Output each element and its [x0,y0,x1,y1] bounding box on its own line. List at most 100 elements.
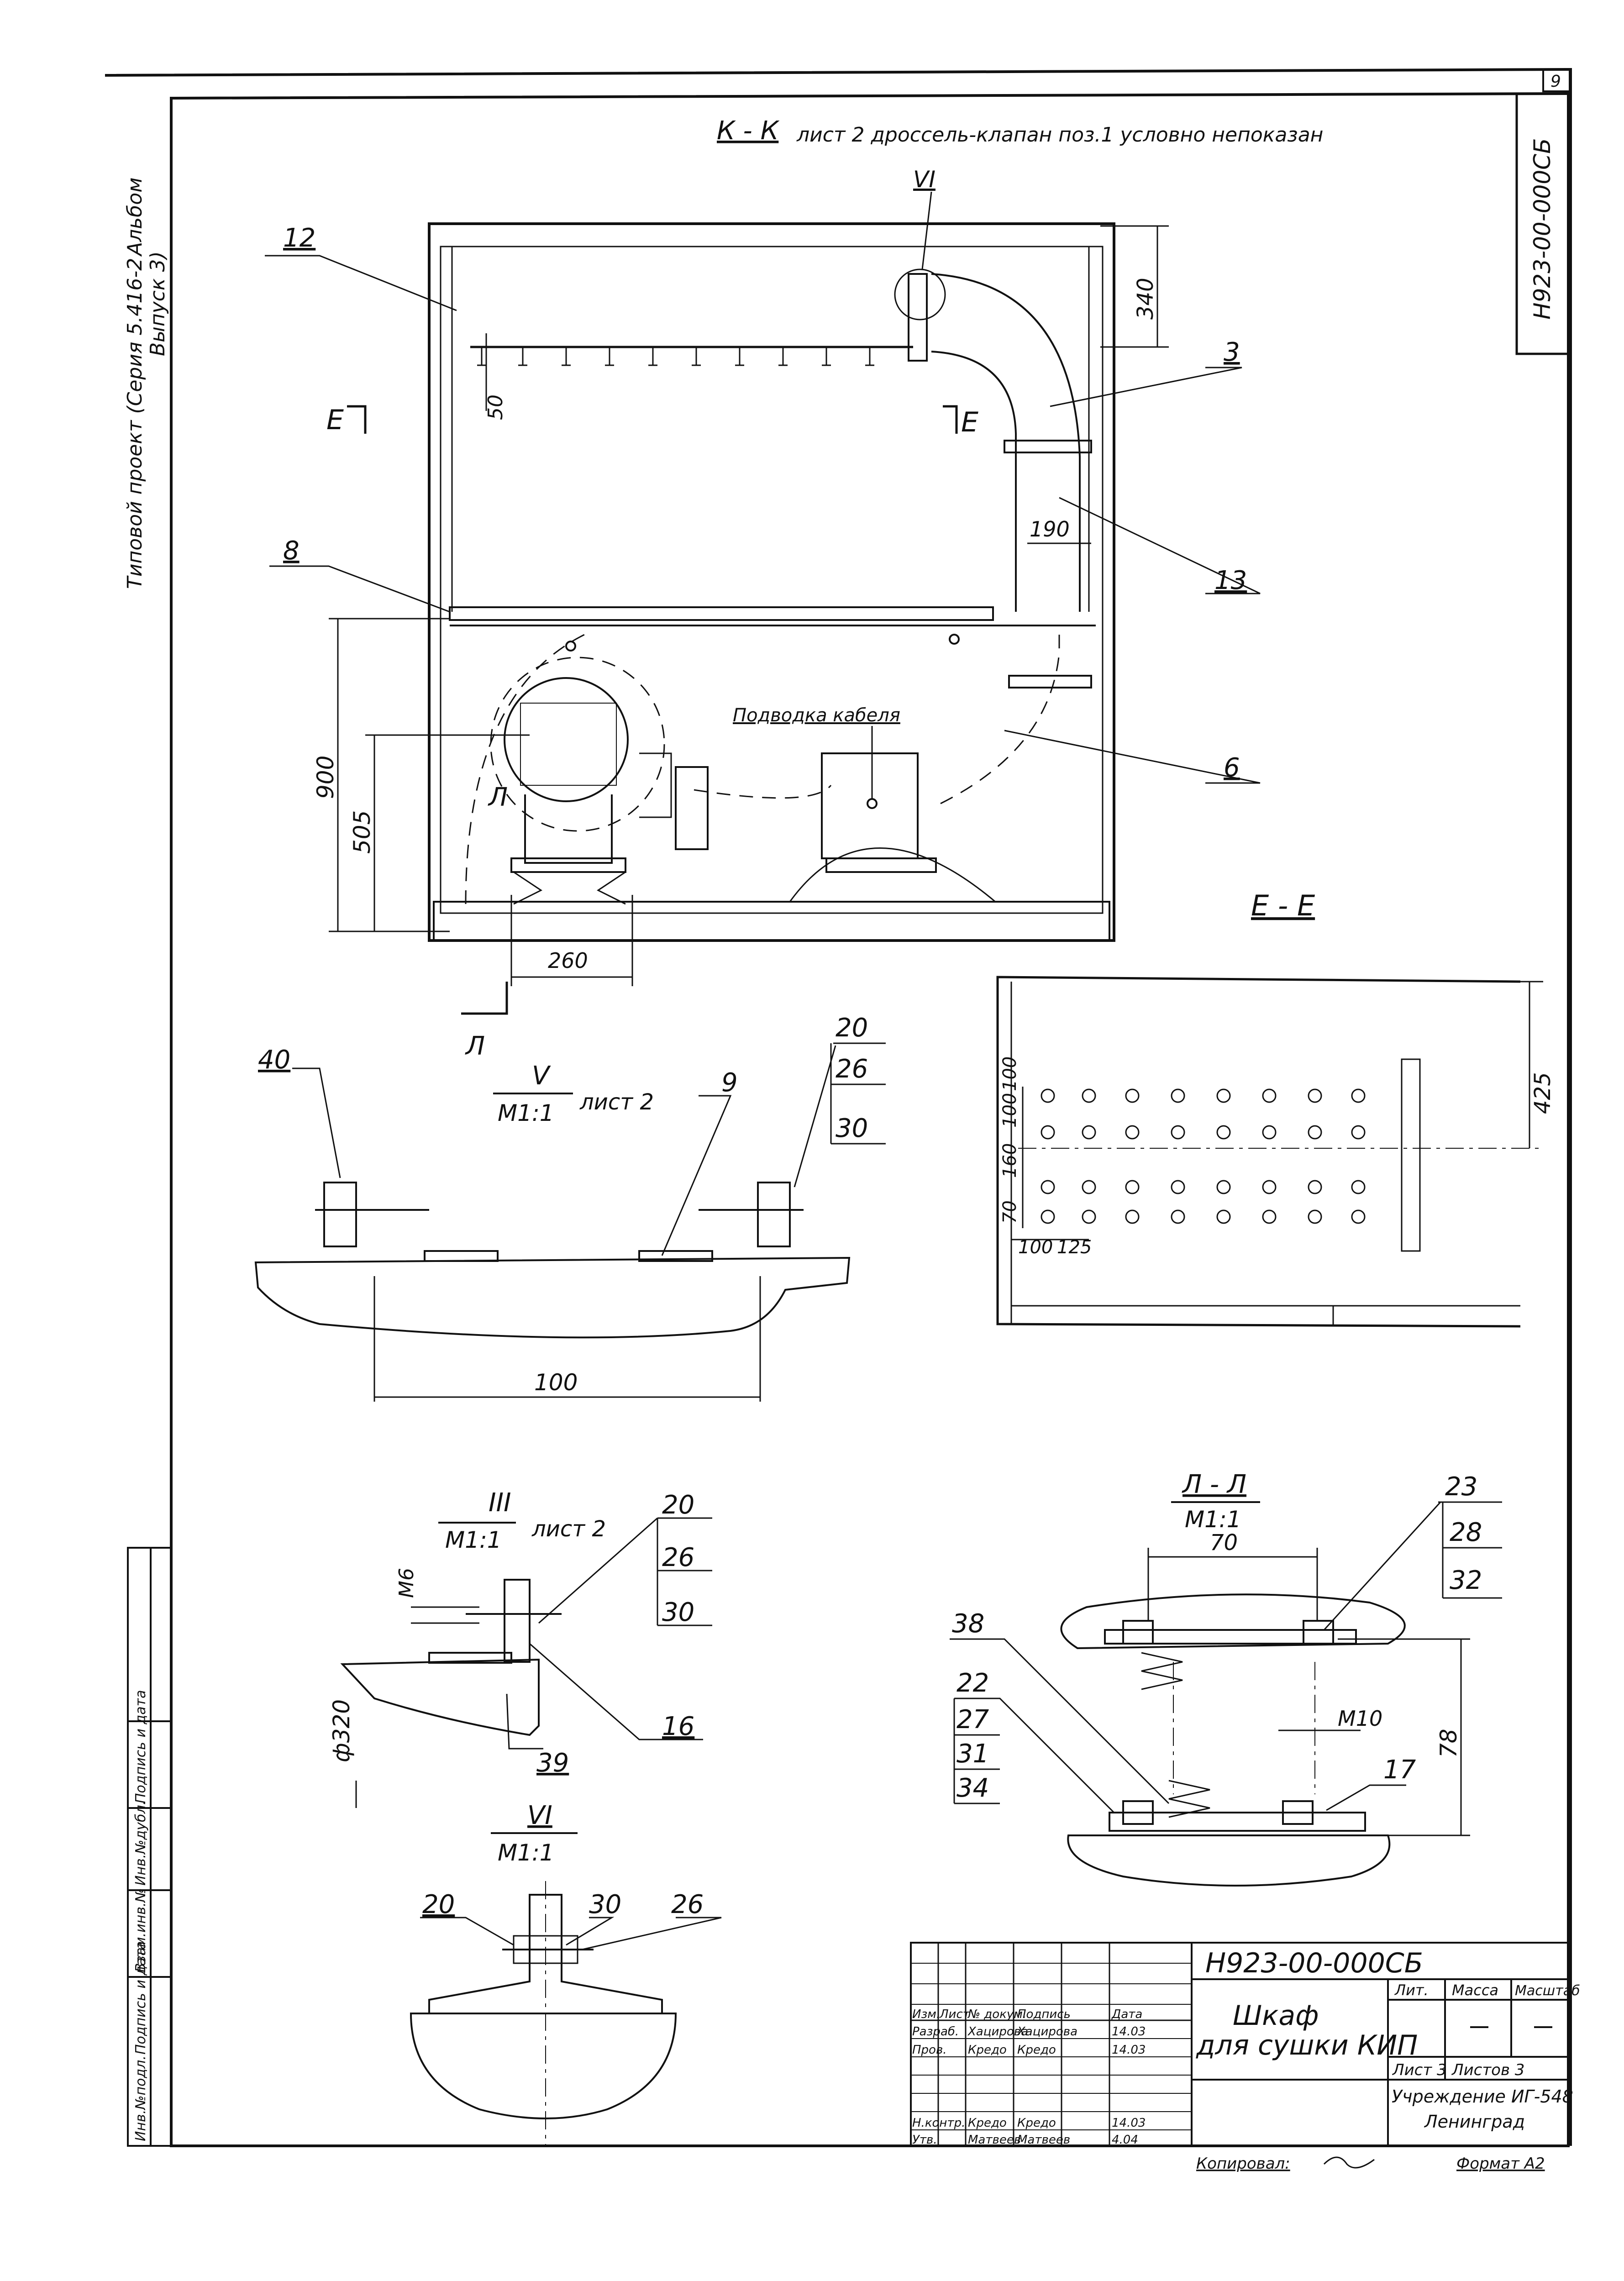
row-prov-date: 14.03 [1112,2043,1146,2057]
row-nkontr-name: Кредо [968,2116,1007,2130]
ll-pos-17: 17 [1383,1755,1416,1785]
air-duct [894,268,1092,689]
stamp-vzam-inv: Взам.инв.№ [133,1888,149,1972]
ll-pos-38: 38 [952,1609,984,1639]
detail-v-scale: М1:1 [498,1100,554,1126]
org-line-2: Ленинград [1424,2112,1525,2132]
row-prov-name: Кредо [968,2043,1007,2057]
section-mark-e-left: Е [326,404,344,436]
detail-iii: III М1:1 лист 2 20 26 30 16 39 М6 ф320 [328,1488,712,1808]
head-izm: Изм. [912,2008,940,2021]
detail-iii-pos-16: 16 [662,1712,694,1741]
dim-505: 505 [349,810,375,854]
ee-hole-pattern [1041,1088,1366,1224]
dim-900: 900 [312,756,339,799]
nozzle-row [470,346,913,366]
row-prov-role: Пров. [912,2043,947,2057]
section-ee: Е - Е 425 100 100 160 70 100 125 [996,889,1556,1328]
row-razrab-sign: Хацирова [1016,2025,1077,2039]
row-nkontr-sign: Кредо [1017,2116,1056,2130]
kk-leaders [265,255,1261,784]
dim-ee-125: 125 [1057,1237,1092,1258]
row-razrab-date: 14.03 [1112,2025,1146,2039]
ll-dim-m10: М10 [1338,1706,1382,1731]
lit-head-scale: Масштаб [1515,1983,1580,1999]
view-mark-vi: VI [913,166,936,193]
detail-v-pos-40: 40 [258,1045,290,1075]
row-utv-name: Матвеев [968,2133,1021,2147]
section-mark-l: Л [488,783,508,812]
detail-iii-pos-26: 26 [662,1543,694,1572]
fan-assembly [465,625,1060,905]
ll-pos-22: 22 [957,1668,989,1698]
format-label: Формат А2 [1456,2155,1545,2173]
org-line-1: Учреждение ИГ-548 [1392,2087,1573,2107]
title-name-2: для сушки КИП [1196,2029,1418,2061]
row-utv-role: Утв. [912,2133,937,2147]
sheet-info: Лист 3 [1392,2061,1447,2079]
detail-v-sheet-ref: лист 2 [579,1089,654,1115]
lit-head-mass: Масса [1452,1981,1498,1999]
section-ll-title: Л - Л [1182,1470,1246,1499]
dim-190: 190 [1030,517,1070,541]
dim-ee-100-c: 100 [1018,1237,1053,1258]
detail-v-title: V [532,1061,551,1091]
designation-vertical: Н923-00-000СБ [1529,138,1556,320]
row-razrab-role: Разраб. [912,2025,959,2039]
row-nkontr-date: 14.03 [1112,2116,1146,2130]
detail-iii-dim-f320: ф320 [328,1699,355,1762]
detail-iii-pos-39: 39 [536,1748,569,1778]
detail-v-pos-26: 26 [836,1054,868,1084]
section-ll-scale: М1:1 [1185,1506,1241,1533]
dim-260: 260 [548,948,588,973]
section-mark-l-bottom: Л [465,1031,485,1061]
detail-iii-pos-20: 20 [662,1490,694,1520]
section-kk: К - К лист 2 дроссель-клапан поз.1 услов… [265,116,1323,1061]
ll-pos-32: 32 [1450,1566,1482,1595]
designation-box: Н923-00-000СБ [1515,92,1570,355]
detail-vi-pos-30: 30 [589,1890,621,1919]
sheets-info: Листов 3 [1451,2061,1524,2079]
detail-iii-pos-30: 30 [662,1598,694,1627]
detail-iii-dim-m6: М6 [395,1568,418,1598]
section-kk-title: К - К [717,116,780,146]
ll-pos-34: 34 [957,1773,989,1803]
dim-ee-100-b: 100 [999,1056,1020,1091]
ll-dim-78: 78 [1435,1729,1462,1758]
detail-v-pos-30: 30 [836,1114,868,1143]
detail-vi-pos-26: 26 [671,1890,704,1919]
stamp-sign-date-1: Подпись и дата [133,1941,149,2055]
section-ll: Л - Л М1:1 [950,1470,1502,1887]
row-nkontr-role: Н.контр. [912,2116,965,2130]
detail-v-pos-9: 9 [721,1068,738,1098]
pos-12: 12 [283,223,315,253]
stamp-inv-podl: Инв.№подл. [133,2055,149,2141]
ll-dim-70: 70 [1210,1530,1238,1556]
stamp-sign-date-2: Подпись и дата [133,1690,149,1804]
dim-ee-100-a: 100 [999,1093,1020,1128]
copier-signature [1323,2156,1375,2169]
pos-8: 8 [283,536,300,566]
sheet-number-cell: 9 [1542,68,1571,92]
margin-note-project: Типовой проект (Серия 5.416-2 [123,258,147,589]
head-sign: Подпись [1017,2008,1071,2021]
pos-13: 13 [1214,566,1247,595]
copied-by: Копировал: [1196,2155,1290,2173]
detail-v-dim-100: 100 [534,1369,578,1396]
dim-ee-160: 160 [999,1143,1020,1178]
detail-v-pos-20: 20 [836,1013,868,1043]
detail-iii-sheet-ref: лист 2 [531,1516,606,1542]
sheet-number: 9 [1550,72,1561,91]
section-ee-title: Е - Е [1251,889,1315,922]
row-razrab-name: Хацирова [967,2025,1028,2039]
margin-note-issue: Выпуск 3) [146,251,169,356]
detail-vi-scale: М1:1 [498,1840,554,1866]
dim-340: 340 [1133,278,1158,320]
pos-3: 3 [1224,337,1240,367]
dim-425: 425 [1530,1072,1556,1114]
side-stamp: Инв.№подл. Подпись и дата Взам.инв.№ Инв… [127,1547,172,2147]
row-utv-date: 4.04 [1112,2133,1138,2147]
ll-pos-28: 28 [1450,1518,1482,1547]
title-designation: Н923-00-000СБ [1205,1947,1423,1979]
